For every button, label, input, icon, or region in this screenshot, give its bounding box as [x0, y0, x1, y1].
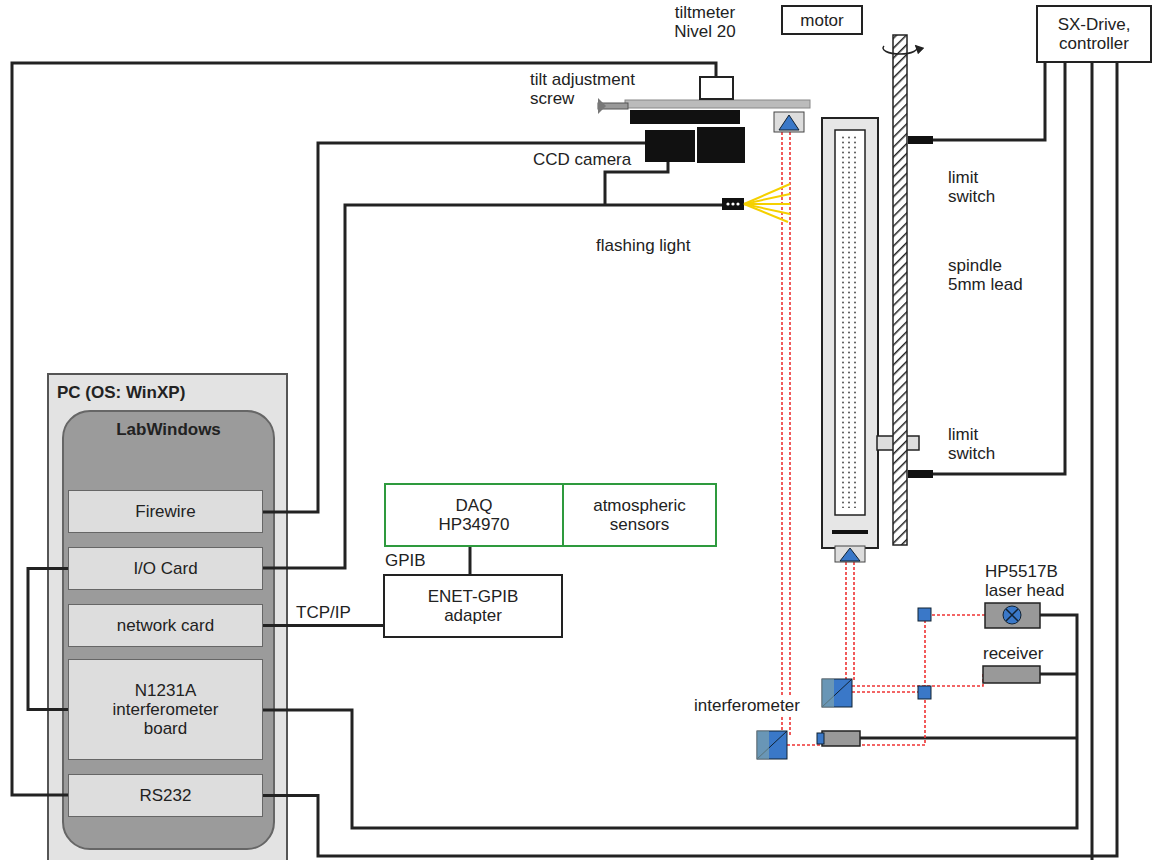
limit-switch-symbols [908, 136, 933, 478]
pc-box: PC (OS: WinXP) LabWindowsFirewireI/O Card… [47, 373, 288, 860]
box-label: motor [800, 11, 843, 30]
box-label: DAQ HP34970 [424, 496, 524, 534]
software-box: LabWindowsFirewireI/O Card network cardN1… [62, 410, 275, 850]
card-box: I/O Card [68, 547, 263, 590]
box-label: ENET-GPIB adapter [418, 587, 528, 625]
flashing-light-symbol [722, 184, 790, 222]
box-label: SX-Drive, controller [1044, 15, 1144, 53]
card-box: Firewire [68, 490, 263, 533]
motor-box: motor [781, 5, 863, 35]
adapter-box: ENET-GPIB adapter [383, 574, 563, 638]
box-label: I/O Card [133, 559, 197, 578]
card-box: RS232 [68, 774, 263, 817]
wires [12, 63, 1092, 860]
box-label: atmospheric sensors [580, 496, 700, 534]
top-prism [774, 112, 804, 132]
part-label: interferometer [692, 696, 802, 715]
part-label: tilt adjustment screw [530, 70, 665, 108]
connector-wire [28, 569, 68, 710]
box-label: RS232 [140, 786, 192, 805]
connector-wire [263, 624, 383, 627]
part-label: flashing light [596, 236, 726, 255]
box-heading: PC (OS: WinXP) [57, 383, 278, 402]
part-label: limit switch [948, 168, 1010, 206]
part-label: limit switch [948, 425, 1010, 463]
controller-box: SX-Drive, controller [1036, 5, 1152, 63]
optics [757, 608, 931, 759]
box-label: N1231A interferometer board [106, 681, 226, 738]
connector-wire [469, 547, 472, 574]
part-label: receiver [983, 644, 1073, 663]
part-label: spindle 5mm lead [948, 256, 1043, 294]
bus-label: GPIB [383, 551, 428, 570]
receiver-symbols [817, 666, 1040, 746]
daq-box: DAQ HP34970 [384, 483, 564, 547]
bus-label: TCP/IP [294, 603, 353, 622]
ccd-camera-symbol [645, 127, 745, 163]
box-label: Firewire [135, 502, 195, 521]
connector-wire [263, 63, 1117, 856]
part-label: CCD camera [533, 150, 643, 169]
tiltmeter-symbol [700, 77, 733, 99]
card-box: network card [68, 604, 263, 647]
part-label: HP5517B laser head [985, 562, 1077, 600]
box-label: network card [117, 616, 214, 635]
spindle [883, 35, 917, 545]
card-box: N1231A interferometer board [68, 659, 263, 760]
part-label: tiltmeter Nivel 20 [655, 3, 755, 41]
box-heading: LabWindows [72, 420, 265, 439]
sensor-box: atmospheric sensors [562, 483, 717, 547]
laser-head-symbol [985, 603, 1040, 628]
